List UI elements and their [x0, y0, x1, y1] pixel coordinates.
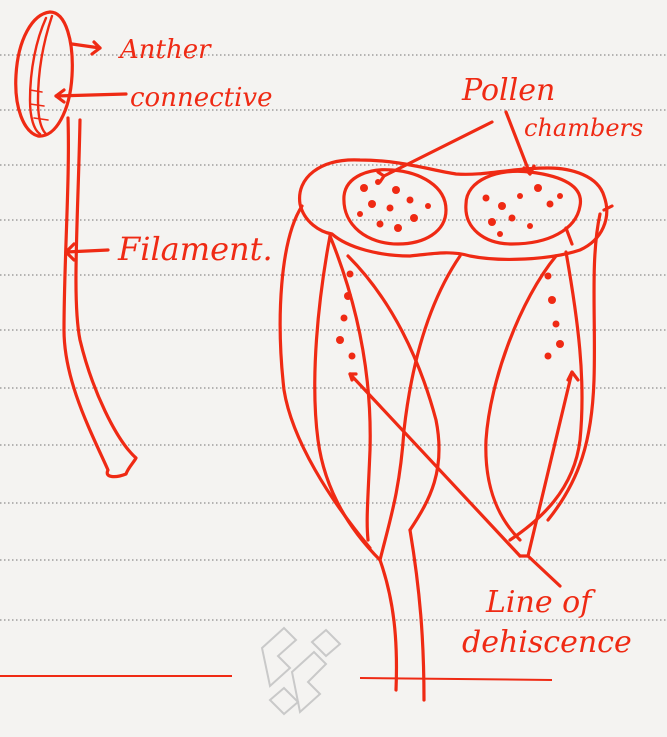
label-line-of-dehiscence-line1: Line of — [485, 585, 596, 620]
label-pollen-chambers-line1: Pollen — [461, 73, 555, 108]
anther-shape — [16, 12, 73, 136]
pollen-sac-right — [466, 171, 581, 244]
label-filament: Filament. — [117, 230, 273, 268]
lower-lobe-center — [348, 256, 439, 530]
filament-shape — [64, 118, 136, 477]
label-anther: Anther — [118, 35, 212, 65]
label-line-of-dehiscence-line2: dehiscence — [462, 625, 632, 660]
label-connective: connective — [130, 83, 273, 113]
label-pollen-chambers-line2: chambers — [524, 114, 643, 142]
lower-lobe-right — [486, 256, 556, 540]
interlocking-logo-icon — [262, 628, 340, 714]
